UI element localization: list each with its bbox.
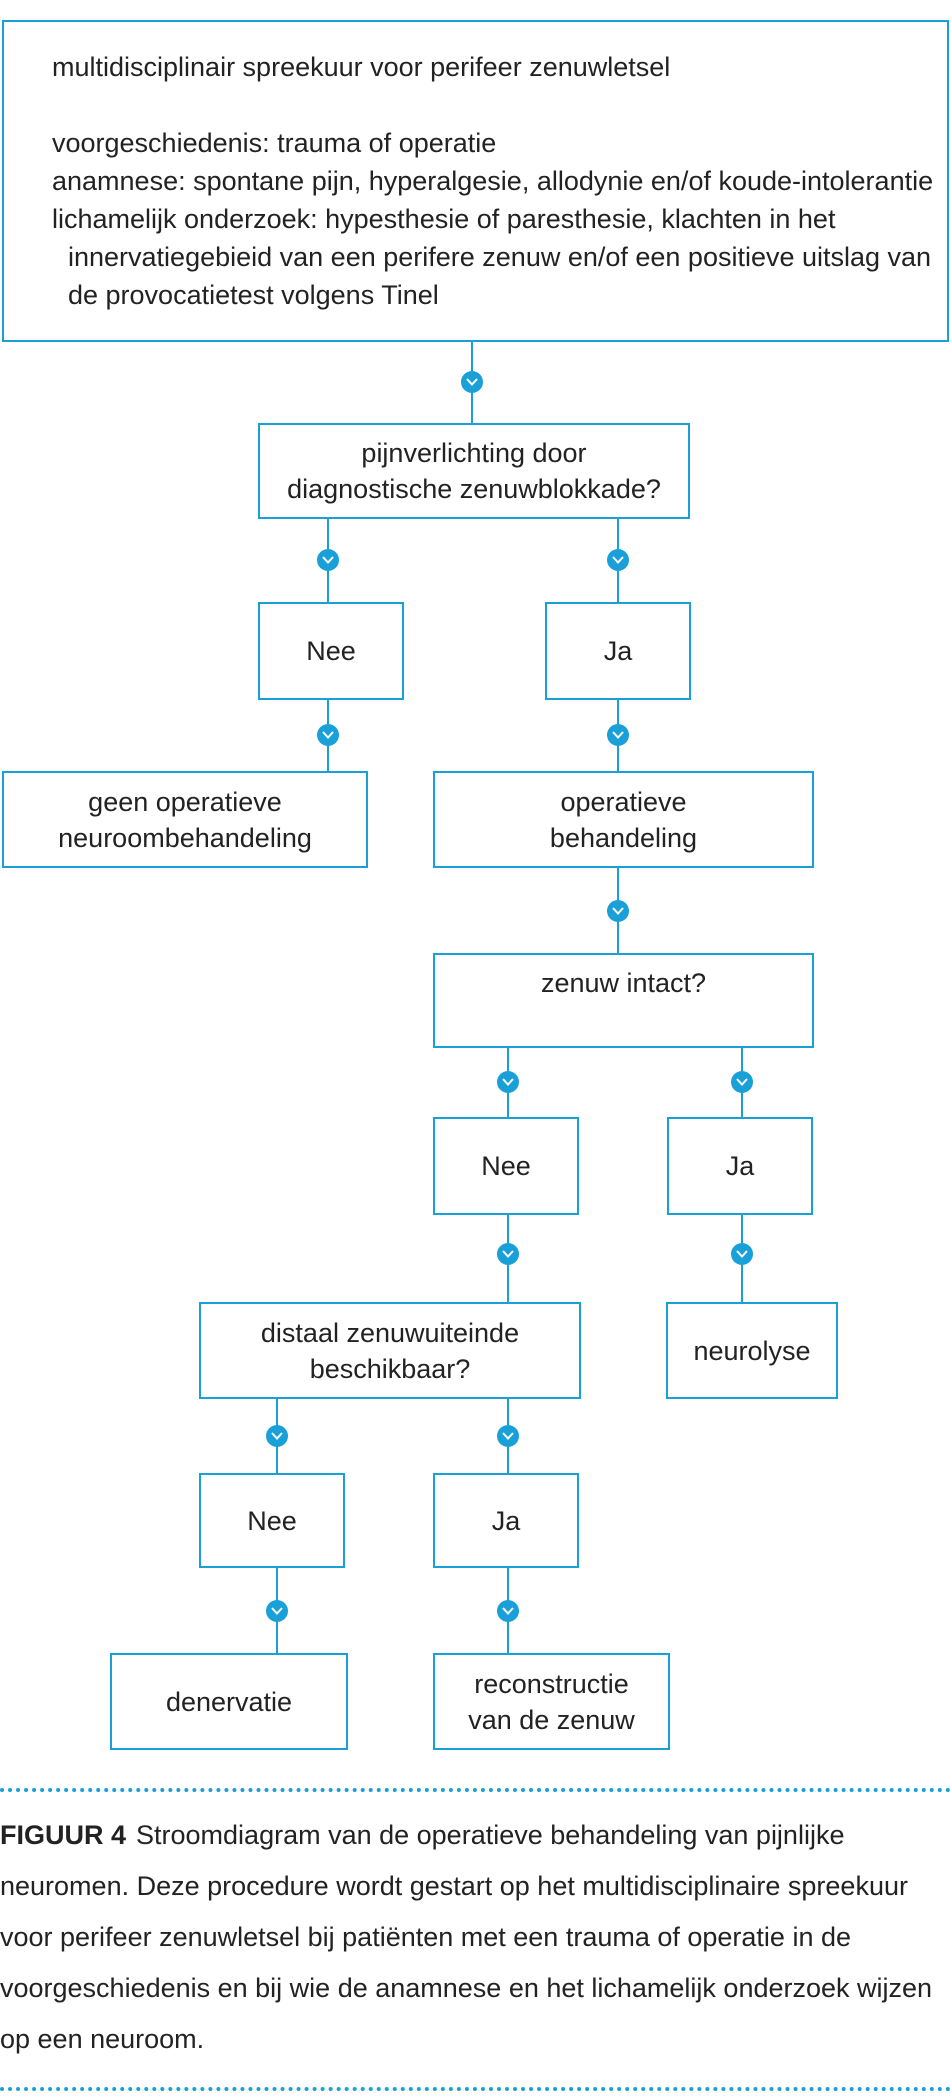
node-label: geen operatieve — [88, 786, 282, 817]
chevron-down-icon — [731, 1243, 753, 1265]
outcome-no-surgery: geen operatieve neuroombehandeling — [2, 771, 368, 868]
node-label: Ja — [491, 1505, 521, 1536]
decision-distal-end: distaal zenuwuiteinde beschikbaar? — [199, 1302, 581, 1399]
caption-text: Stroomdiagram van de operatieve behandel… — [0, 1820, 933, 2054]
node-label: denervatie — [165, 1686, 293, 1717]
outcome-neurolysis: neurolyse — [666, 1302, 838, 1399]
outcome-denervation: denervatie — [110, 1653, 348, 1750]
answer-nee-2: Nee — [433, 1117, 579, 1215]
node-label: distaal zenuwuiteinde — [260, 1317, 520, 1348]
chevron-down-icon — [497, 1600, 519, 1622]
chevron-down-icon — [497, 1243, 519, 1265]
answer-ja-1: Ja — [545, 602, 691, 700]
node-label: neurolyse — [693, 1335, 811, 1366]
node-label: behandeling — [549, 822, 698, 853]
node-label: van de zenuw — [468, 1704, 635, 1735]
node-label: zenuw intact? — [540, 968, 707, 998]
chevron-down-icon — [461, 371, 483, 393]
chevron-down-icon — [607, 724, 629, 746]
chevron-down-icon — [266, 1600, 288, 1622]
intake-box: multidisciplinair spreekuur voor perifee… — [2, 20, 949, 342]
outcome-surgical-treatment: operatieve behandeling — [433, 771, 814, 868]
answer-nee-3: Nee — [199, 1473, 345, 1568]
chevron-down-icon — [607, 900, 629, 922]
outcome-nerve-reconstruction: reconstructie van de zenuw — [433, 1653, 670, 1750]
decision-nerve-intact: zenuw intact? — [433, 953, 814, 1048]
node-label: neuroombehandeling — [58, 822, 312, 853]
chevron-down-icon — [497, 1425, 519, 1447]
answer-ja-2: Ja — [667, 1117, 813, 1215]
chevron-down-icon — [497, 1071, 519, 1093]
intake-line: voorgeschiedenis: trauma of operatie — [52, 128, 497, 158]
intake-line: lichamelijk onderzoek: hypesthesie of pa… — [52, 204, 836, 234]
intake-line: de provocatietest volgens Tinel — [68, 280, 439, 310]
answer-nee-1: Nee — [258, 602, 404, 700]
chevron-down-icon — [607, 549, 629, 571]
chevron-down-icon — [317, 549, 339, 571]
node-label: Ja — [603, 636, 633, 666]
intake-title: multidisciplinair spreekuur voor perifee… — [52, 52, 671, 82]
chevron-down-icon — [266, 1425, 288, 1447]
divider-top — [0, 1788, 951, 1792]
intake-line: anamnese: spontane pijn, hyperalgesie, a… — [52, 166, 934, 196]
node-label: Ja — [725, 1151, 755, 1181]
answer-ja-3: Ja — [433, 1473, 579, 1568]
node-label: Nee — [306, 636, 356, 666]
chevron-down-icon — [731, 1071, 753, 1093]
node-label: pijnverlichting door — [361, 438, 587, 468]
decision-nerve-block: pijnverlichting door diagnostische zenuw… — [258, 423, 690, 519]
divider-bottom — [0, 2087, 951, 2091]
node-label: Nee — [247, 1505, 297, 1536]
node-label: beschikbaar? — [309, 1353, 471, 1384]
node-label: operatieve — [560, 786, 687, 817]
caption-label: FIGUUR 4 — [0, 1820, 127, 1850]
node-label: Nee — [481, 1151, 531, 1181]
node-label: diagnostische zenuwblokkade? — [287, 474, 661, 504]
intake-line: innervatiegebieid van een perifere zenuw… — [68, 242, 932, 272]
spacer — [52, 86, 947, 124]
chevron-down-icon — [317, 724, 339, 746]
node-label: reconstructie — [474, 1668, 629, 1699]
